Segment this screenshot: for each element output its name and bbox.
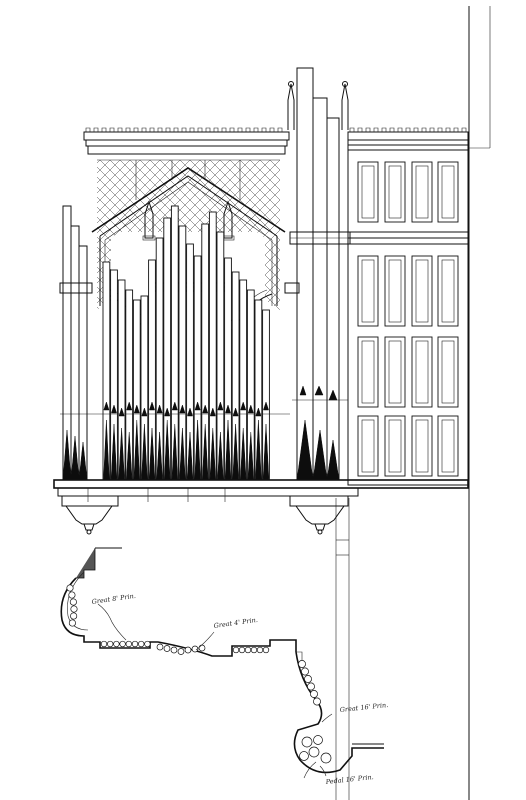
plan-pipe-circle [138, 640, 145, 648]
plan-pipe-circle [310, 690, 318, 698]
plan-pipe-circle [184, 646, 192, 654]
plan-pipe-circle [301, 667, 309, 676]
label-great-4-prin: Great 4' Prin. [213, 616, 258, 630]
plan-pipe-circle [119, 640, 126, 648]
plan-pipe-circle [301, 736, 313, 748]
pipe-mouth [133, 404, 140, 414]
plan-pipe-circle [70, 605, 78, 613]
label-great-8-prin: Great 8' Prin. [91, 592, 136, 606]
left-flat [62, 205, 88, 481]
plan-pipe-circle [304, 675, 312, 683]
plan-pipe-circle [256, 646, 264, 654]
right-paneling [347, 127, 469, 486]
plan-pipe-circle [170, 646, 178, 654]
plan-pipe-circle [308, 746, 320, 758]
plan-pipe-circle [113, 640, 120, 648]
pipe-mouth [171, 401, 178, 411]
plan-pipe-circle [232, 646, 240, 654]
pipe-mouth [217, 401, 224, 411]
wall-outline [335, 6, 491, 800]
pipe-mouth [149, 401, 155, 411]
impost-base [53, 479, 469, 535]
pipe-mouth [225, 404, 231, 414]
plan-view [60, 547, 384, 779]
plan-pipe-circle [298, 660, 306, 668]
plan-pipe-circle [299, 751, 309, 761]
pipe-mouth [247, 404, 254, 414]
plan-pipe-circle [238, 646, 246, 654]
plan-pipe-circle [250, 646, 258, 654]
plan-pipe-circle [262, 646, 270, 654]
plan-pipe-circle [107, 640, 114, 648]
plan-pipe-circle [70, 612, 78, 620]
plan-pipe-circle [191, 645, 199, 653]
plan-pipe-circle [100, 640, 108, 648]
plan-pipe-circle [131, 640, 139, 648]
front-pipes [60, 205, 290, 481]
pipe-mouth [103, 401, 110, 411]
pipe-mouth [202, 404, 209, 414]
plan-pipe-circle [198, 644, 206, 652]
pipe-mouth [240, 401, 247, 411]
plan-pipe-circle [244, 646, 252, 654]
label-great-16-prin: Great 16' Prin. [339, 701, 388, 714]
plan-pipe-circle [313, 697, 321, 706]
plan-pipe-circle [177, 648, 185, 655]
plan-pipe-circle [156, 643, 164, 651]
plan-pipe-circle [307, 682, 315, 691]
pipe-mouth [263, 401, 269, 411]
pipe-mouth [126, 401, 133, 411]
pipe-mouth [156, 404, 163, 414]
plan-pipe-circle [66, 584, 74, 592]
pipe-mouth [194, 401, 201, 411]
plan-pipe-circle [68, 619, 76, 627]
plan-pipe-circle [313, 735, 323, 745]
plan-pipe-circle [68, 591, 76, 599]
plan-pipe-circle [163, 645, 171, 652]
pipe-mouth [111, 404, 117, 414]
pedal-tower [287, 67, 351, 481]
plan-pipe-circle [69, 598, 77, 606]
plan-pipe-circle [320, 752, 332, 764]
pipe-mouth [179, 404, 186, 414]
plan-pipe-circle [125, 640, 132, 648]
plan-pipe-circle [144, 640, 151, 648]
